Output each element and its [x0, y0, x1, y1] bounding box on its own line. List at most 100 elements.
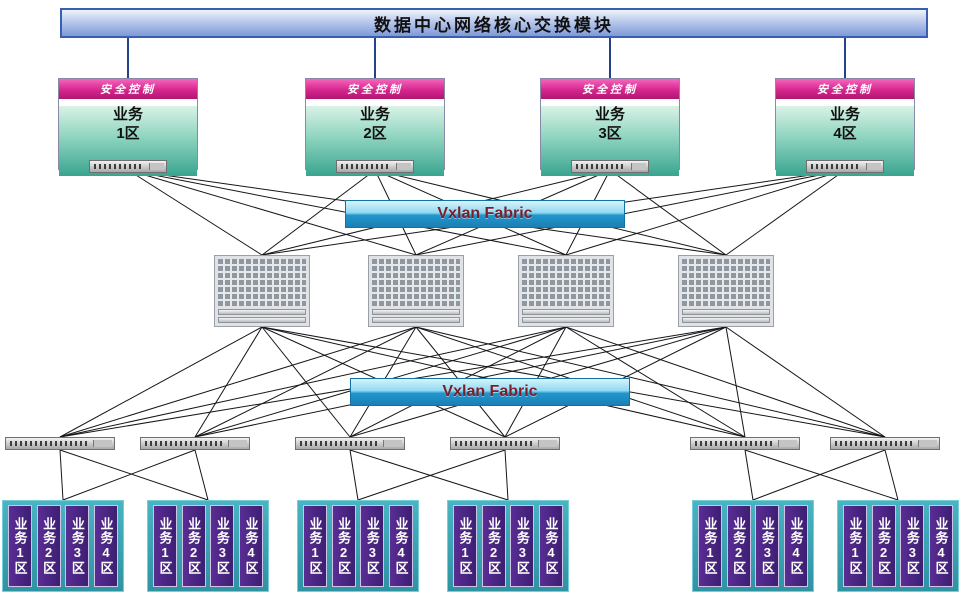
- server-rack-group-2: 业务1区 业务2区 业务3区 业务4区: [147, 500, 269, 592]
- core-switch-module-label: 数据中心网络核心交换模块: [374, 15, 614, 35]
- spine-switch-3: [518, 255, 614, 327]
- server-column: 业务2区: [36, 505, 61, 587]
- server-label: 业务3区: [69, 517, 85, 575]
- server-label: 业务3区: [759, 517, 775, 575]
- zone-name: 业务 3区: [541, 106, 679, 144]
- port-grid: [522, 259, 610, 306]
- server-label: 业务4区: [933, 517, 949, 575]
- server-column: 业务4区: [538, 505, 563, 587]
- vxlan-fabric-label: Vxlan Fabric: [437, 205, 533, 222]
- leaf-switch-5: [690, 437, 800, 450]
- server-label: 业务1区: [307, 517, 323, 575]
- server-column: 业务3区: [65, 505, 90, 587]
- line-card: [682, 317, 770, 323]
- server-label: 业务1区: [457, 517, 473, 575]
- vxlan-fabric-label: Vxlan Fabric: [442, 383, 538, 400]
- server-column: 业务3区: [510, 505, 535, 587]
- zone-name-line1: 业务: [359, 106, 390, 123]
- security-control-label: 安全控制: [582, 84, 638, 96]
- server-column: 业务1区: [698, 505, 722, 587]
- server-label: 业务2区: [731, 517, 747, 575]
- line-card: [218, 309, 306, 315]
- server-label: 业务1区: [157, 517, 173, 575]
- server-rack-group-1: 业务1区 业务2区 业务3区 业务4区: [2, 500, 124, 592]
- server-column: 业务2区: [481, 505, 506, 587]
- server-column: 业务1区: [8, 505, 32, 587]
- port-grid: [372, 259, 460, 306]
- server-column: 业务3区: [755, 505, 780, 587]
- zone-name-line1: 业务: [594, 106, 625, 123]
- server-column: 业务2区: [181, 505, 206, 587]
- server-label: 业务2区: [876, 517, 892, 575]
- port-grid: [218, 259, 306, 306]
- port-grid: [682, 259, 770, 306]
- server-rack-group-5: 业务1区 业务2区 业务3区 业务4区: [692, 500, 814, 592]
- access-switch-icon: [806, 160, 884, 173]
- business-zone-4: 安全控制 业务 4区: [775, 78, 915, 176]
- zone-name: 业务 1区: [59, 106, 197, 144]
- server-label: 业务2区: [41, 517, 57, 575]
- server-rack-group-3: 业务1区 业务2区 业务3区 业务4区: [297, 500, 419, 592]
- zone-name-line1: 业务: [112, 106, 143, 123]
- server-column: 业务1区: [303, 505, 327, 587]
- server-column: 业务4区: [928, 505, 953, 587]
- server-label: 业务1区: [12, 517, 28, 575]
- server-column: 业务2区: [726, 505, 751, 587]
- security-control-label: 安全控制: [817, 84, 873, 96]
- server-label: 业务4区: [243, 517, 259, 575]
- server-label: 业务4区: [543, 517, 559, 575]
- server-label: 业务2区: [486, 517, 502, 575]
- line-card: [372, 309, 460, 315]
- security-control-label: 安全控制: [100, 84, 156, 96]
- access-switch-icon: [336, 160, 414, 173]
- line-card: [372, 317, 460, 323]
- server-column: 业务3区: [210, 505, 235, 587]
- line-card: [682, 309, 770, 315]
- zone-name: 业务 2区: [306, 106, 444, 144]
- zone-body: 业务 1区: [59, 106, 197, 176]
- zone-name-line2: 1区: [116, 124, 140, 142]
- business-zone-2: 安全控制 业务 2区: [305, 78, 445, 176]
- business-zone-1: 安全控制 业务 1区: [58, 78, 198, 176]
- server-column: 业务4区: [783, 505, 808, 587]
- leaf-switch-2: [140, 437, 250, 450]
- server-column: 业务3区: [360, 505, 385, 587]
- spine-switch-2: [368, 255, 464, 327]
- server-label: 业务3区: [364, 517, 380, 575]
- line-card: [218, 317, 306, 323]
- access-switch-icon: [571, 160, 649, 173]
- server-label: 业务3区: [214, 517, 230, 575]
- server-column: 业务4区: [238, 505, 263, 587]
- line-card: [522, 309, 610, 315]
- server-column: 业务4区: [388, 505, 413, 587]
- vxlan-fabric-banner-upper: Vxlan Fabric: [345, 200, 625, 228]
- zone-name-line2: 4区: [833, 124, 857, 142]
- zone-name-line2: 3区: [598, 124, 622, 142]
- security-control-header: 安全控制: [59, 79, 197, 100]
- server-column: 业务3区: [900, 505, 925, 587]
- server-column: 业务2区: [871, 505, 896, 587]
- server-column: 业务1区: [453, 505, 477, 587]
- leaf-switch-4: [450, 437, 560, 450]
- access-switch-icon: [89, 160, 167, 173]
- server-column: 业务4区: [93, 505, 118, 587]
- server-label: 业务2区: [186, 517, 202, 575]
- security-control-header: 安全控制: [541, 79, 679, 100]
- spine-switch-1: [214, 255, 310, 327]
- server-label: 业务4区: [98, 517, 114, 575]
- business-zone-3: 安全控制 业务 3区: [540, 78, 680, 176]
- server-column: 业务1区: [153, 505, 177, 587]
- server-label: 业务4区: [788, 517, 804, 575]
- security-control-header: 安全控制: [306, 79, 444, 100]
- server-rack-group-6: 业务1区 业务2区 业务3区 业务4区: [837, 500, 959, 592]
- vxlan-fabric-banner-lower: Vxlan Fabric: [350, 378, 630, 406]
- security-control-label: 安全控制: [347, 84, 403, 96]
- leaf-switch-3: [295, 437, 405, 450]
- zone-name: 业务 4区: [776, 106, 914, 144]
- line-card: [522, 317, 610, 323]
- zone-name-line2: 2区: [363, 124, 387, 142]
- server-label: 业务2区: [336, 517, 352, 575]
- server-column: 业务2区: [331, 505, 356, 587]
- server-label: 业务1区: [847, 517, 863, 575]
